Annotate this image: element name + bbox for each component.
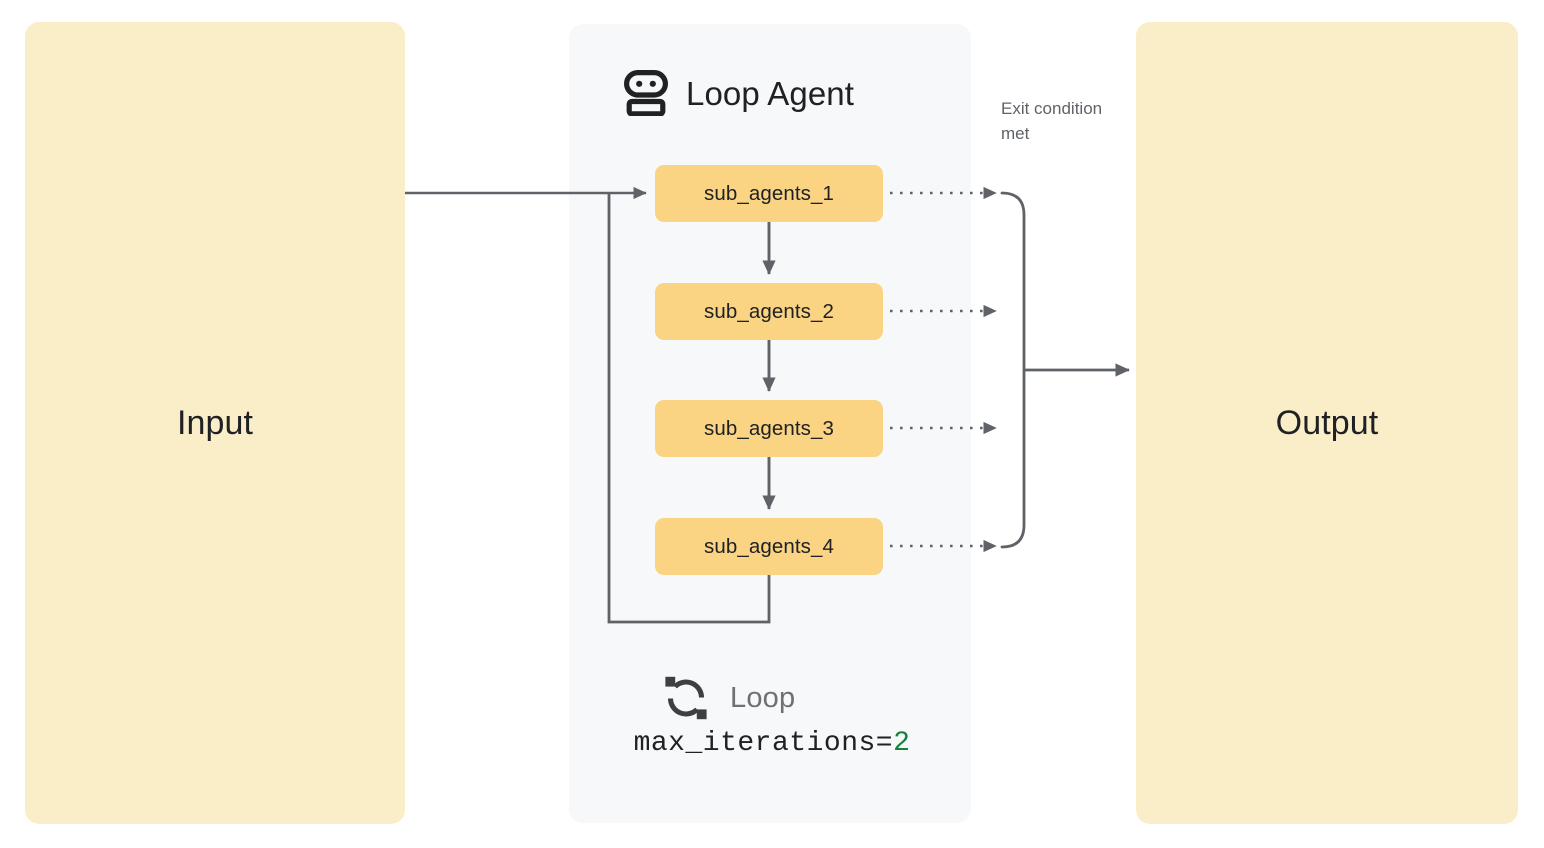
- sub-agent-box[interactable]: sub_agents_2: [655, 283, 883, 340]
- input-panel: Input: [25, 22, 405, 824]
- sub-agent-label: sub_agents_1: [703, 181, 834, 205]
- wire-exit-collector: [1000, 191, 1026, 549]
- robot-icon: [624, 70, 668, 116]
- max-iterations-line: max_iterations=2: [0, 727, 1544, 760]
- loop-agent-header: Loop Agent: [624, 62, 854, 124]
- loop-refresh-icon: [664, 676, 708, 720]
- output-panel: Output: [1136, 22, 1518, 824]
- loop-agent-title: Loop Agent: [686, 74, 854, 112]
- sub-agent-box[interactable]: sub_agents_4: [655, 518, 883, 575]
- sub-agent-label: sub_agents_4: [703, 534, 834, 558]
- exit-condition-note: Exit condition met: [1001, 99, 1103, 143]
- sub-agent-box[interactable]: sub_agents_3: [655, 400, 883, 457]
- max-iterations-key: max_iterations=: [633, 728, 894, 759]
- sub-agent-label: sub_agents_3: [703, 416, 834, 440]
- loop-footer-label: Loop: [730, 681, 796, 714]
- loop-footer: Loop: [664, 672, 795, 724]
- max-iterations-value: 2: [893, 728, 911, 759]
- input-label: Input: [176, 403, 254, 442]
- sub-agent-label: sub_agents_2: [703, 299, 834, 323]
- output-label: Output: [1275, 403, 1379, 442]
- sub-agent-box[interactable]: sub_agents_1: [655, 165, 883, 222]
